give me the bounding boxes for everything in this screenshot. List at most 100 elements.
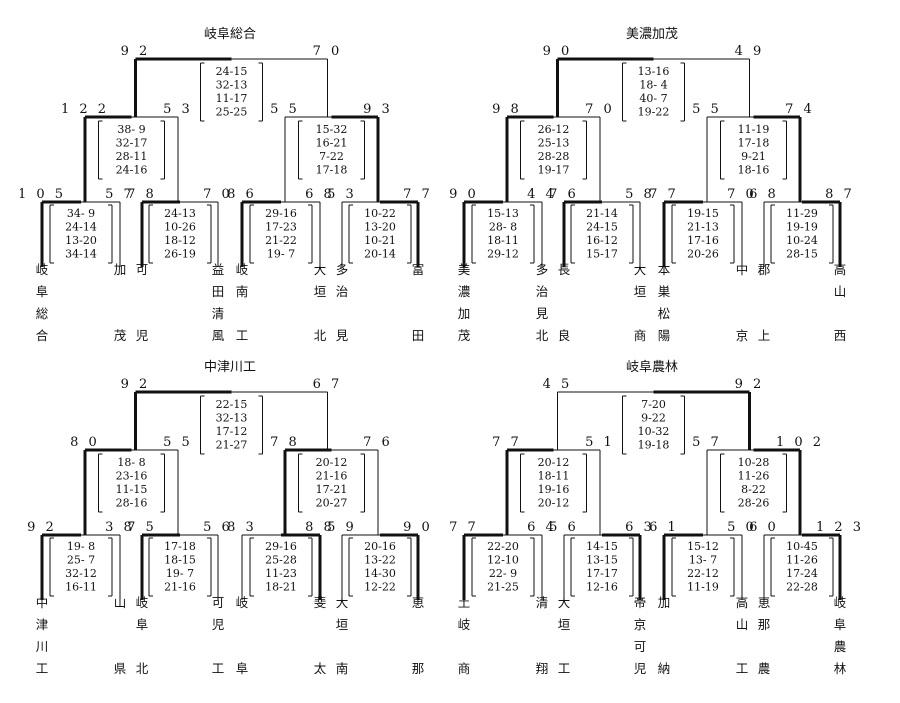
team-char: 那 — [412, 661, 425, 676]
quarter-3-score-right: 8 8 — [305, 520, 335, 535]
quarter-3-set-1: 19-15 — [687, 207, 719, 220]
team-1: 土岐商 — [458, 595, 471, 676]
team-char: 京 — [736, 328, 749, 343]
team-char: 斐 — [314, 595, 327, 610]
quarter-2-set-4: 26-19 — [164, 248, 196, 261]
semi-1-set-1: 38- 9 — [117, 123, 145, 136]
team-char: 多 — [536, 262, 549, 277]
final-set-1: 22-15 — [216, 398, 248, 411]
team-char: 岐 — [236, 595, 249, 610]
team-3: 長良 — [558, 262, 571, 343]
team-char: 可 — [136, 262, 149, 277]
quarter-1-set-3: 18-11 — [487, 234, 519, 247]
team-char: 垣 — [336, 617, 349, 632]
team-char: 南 — [336, 661, 349, 676]
quarter-2-set-3: 19- 7 — [166, 567, 194, 580]
final-set-1: 7-20 — [641, 398, 666, 411]
team-char: 恵 — [412, 595, 425, 610]
semi-1-score-left: 7 7 — [492, 435, 522, 450]
team-char: 清 — [212, 306, 225, 321]
team-char: 土 — [458, 595, 471, 610]
quarter-4-set-1: 10-22 — [364, 207, 396, 220]
quarter-1-set-4: 29-12 — [487, 248, 519, 261]
team-char: 岐 — [236, 262, 249, 277]
quarter-4-set-4: 12-22 — [364, 581, 396, 594]
semi-2-score-right: 7 6 — [363, 435, 393, 450]
semi-1-score-right: 5 5 — [163, 435, 193, 450]
quarter-3-set-3: 17-16 — [687, 234, 719, 247]
semi-1-score-left: 1 2 2 — [61, 102, 109, 117]
team-4: 可児工 — [212, 595, 225, 676]
final-score-right: 6 7 — [313, 377, 343, 392]
semi-2-set-4: 18-16 — [738, 164, 770, 177]
quarter-4-set-4: 22-28 — [786, 581, 818, 594]
quarter-3-score-left: 6 1 — [649, 520, 679, 535]
quarter-3-set-2: 17-23 — [265, 221, 297, 234]
final-set-1: 13-16 — [638, 65, 670, 78]
quarter-2-score-left: 7 6 — [549, 187, 579, 202]
team-char: 大 — [558, 595, 571, 610]
final-score-left: 9 2 — [121, 44, 151, 59]
team-8: 岐阜農林 — [834, 595, 847, 676]
quarter-3-set-1: 29-16 — [265, 540, 297, 553]
team-6: 中京 — [736, 262, 749, 343]
quarter-4-set-1: 11-29 — [786, 207, 818, 220]
team-char: 北 — [314, 328, 327, 343]
champion-name: 岐阜総合 — [204, 26, 256, 42]
team-1: 岐阜総合 — [36, 262, 49, 343]
team-char: 茂 — [114, 328, 127, 343]
quarter-4-score-left: 5 9 — [327, 520, 357, 535]
team-char: 田 — [212, 284, 225, 299]
team-char: 富 — [412, 262, 425, 277]
team-7: 多治見 — [336, 262, 349, 343]
quarter-1-score-left: 1 0 5 — [20, 187, 66, 202]
team-char: 垣 — [634, 284, 647, 299]
quarter-4-set-4: 28-15 — [786, 248, 818, 261]
semi-2-set-4: 17-18 — [316, 164, 348, 177]
quarter-3-set-3: 21-22 — [265, 234, 297, 247]
team-char: 工 — [558, 661, 571, 676]
semi-2-score-left: 5 5 — [692, 102, 722, 117]
quarter-2-set-3: 18-12 — [164, 234, 196, 247]
final-score-right: 4 9 — [735, 44, 765, 59]
quarter-1-set-1: 34- 9 — [67, 207, 95, 220]
semi-1-set-3: 11-15 — [116, 483, 148, 496]
team-char: 垣 — [314, 284, 327, 299]
team-char: 岐 — [136, 595, 149, 610]
team-char: 中 — [736, 262, 749, 277]
final-set-4: 25-25 — [216, 106, 248, 119]
team-char: 大 — [634, 262, 647, 277]
team-char: 本 — [658, 262, 671, 277]
team-char: 帝 — [634, 595, 647, 610]
semi-1-score-right: 5 3 — [163, 102, 193, 117]
quarter-4-set-4: 20-14 — [364, 248, 396, 261]
quarter-1-score-right: 6 4 — [527, 520, 557, 535]
champion-name: 岐阜農林 — [626, 359, 678, 375]
quarter-2-score-right: 6 3 — [625, 520, 655, 535]
team-char: 茂 — [458, 328, 471, 343]
quarter-3-score-right: 5 0 — [727, 520, 757, 535]
quarter-1-set-2: 28- 8 — [489, 221, 517, 234]
semi-1-set-2: 18-11 — [538, 470, 570, 483]
team-char: 高 — [736, 595, 749, 610]
quarter-2-set-2: 13-15 — [586, 554, 618, 567]
semi-2-set-1: 10-28 — [738, 456, 770, 469]
final-score-left: 9 0 — [543, 44, 573, 59]
quarter-2-set-1: 21-14 — [586, 207, 618, 220]
team-char: 加 — [658, 595, 671, 610]
quarter-3-set-4: 19- 7 — [267, 248, 295, 261]
quarter-4-set-2: 19-19 — [786, 221, 818, 234]
quarter-1-set-1: 19- 8 — [67, 540, 95, 553]
team-1: 中津川工 — [36, 595, 49, 676]
final-score-left: 9 2 — [121, 377, 151, 392]
team-3: 大垣工 — [558, 595, 571, 676]
team-char: 高 — [834, 262, 847, 277]
final-set-3: 40- 7 — [639, 92, 667, 105]
quarter-2-set-1: 14-15 — [586, 540, 618, 553]
team-char: 郡 — [758, 262, 771, 277]
semi-2-score-right: 7 4 — [785, 102, 815, 117]
